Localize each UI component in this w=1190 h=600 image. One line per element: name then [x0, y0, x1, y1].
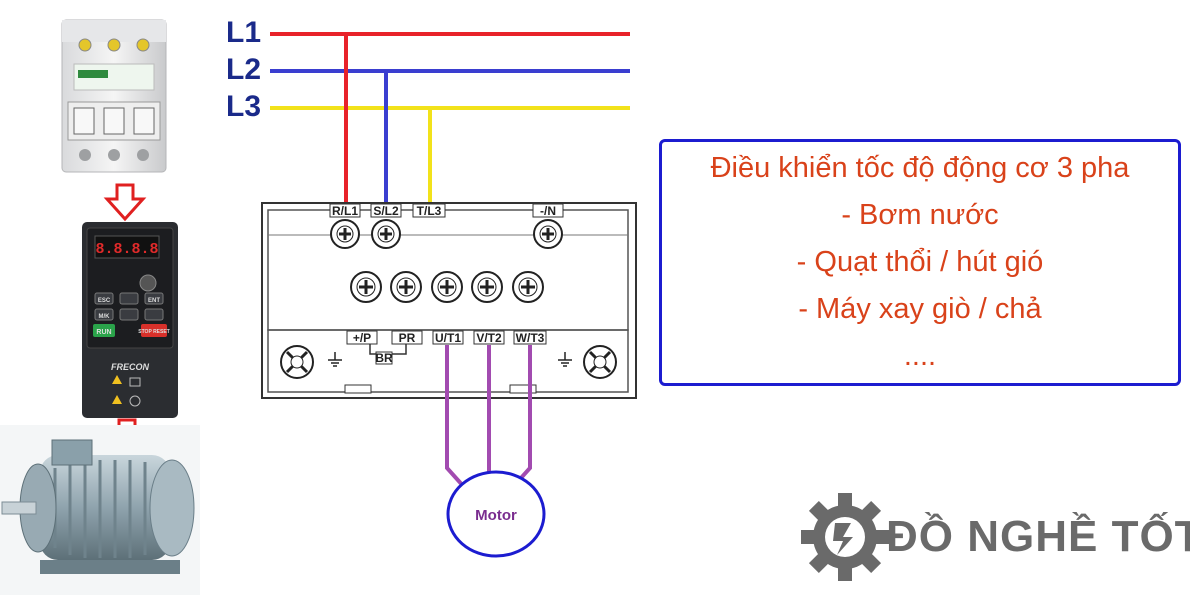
ground-screw-icon — [583, 345, 617, 379]
vfd-key-mk: M/K — [99, 314, 111, 320]
terminal-label-wt3: W/T3 — [516, 331, 545, 345]
motor-label: Motor — [475, 507, 517, 524]
terminal-label-n: -/N — [540, 204, 556, 218]
screw-icon — [330, 219, 360, 249]
vfd-key-esc: ESC — [98, 298, 111, 304]
ground-symbol-icon — [328, 352, 572, 367]
info-item-fan: - Quạt thổi / hút gió — [796, 246, 1044, 278]
vfd-key-stop: STOP RESET — [138, 329, 170, 335]
vfd-brand: FRECON — [111, 362, 150, 372]
screw-icon — [512, 271, 544, 303]
vfd-display: 8.8.8.8 — [95, 241, 158, 258]
info-title: Điều khiển tốc độ động cơ 3 pha — [710, 152, 1130, 184]
info-box: Điều khiển tốc độ động cơ 3 pha - Bơm nư… — [659, 139, 1181, 386]
circuit-breaker-image — [61, 19, 167, 173]
ground-screw-icon — [280, 345, 314, 379]
line-label-l1: L1 — [226, 16, 261, 49]
arrow-down-icon — [103, 183, 147, 222]
terminal-block: R/L1 S/L2 T/L3 -/N +/P PR U/T1 — [261, 202, 637, 399]
motor-image — [0, 425, 200, 595]
screw-icon — [350, 271, 382, 303]
screw-icon — [371, 219, 401, 249]
line-label-l2: L2 — [226, 53, 261, 86]
terminal-label-rl1: R/L1 — [332, 204, 358, 218]
terminal-label-vt2: V/T2 — [476, 331, 502, 345]
gear-logo-icon — [801, 493, 889, 581]
terminal-label-sl2: S/L2 — [373, 204, 399, 218]
terminal-label-br: BR — [375, 351, 393, 365]
terminal-label-tl3: T/L3 — [417, 204, 442, 218]
screw-icon — [471, 271, 503, 303]
terminal-label-ut1: U/T1 — [435, 331, 461, 345]
terminal-label-p: +/P — [353, 331, 371, 345]
info-item-more: .... — [903, 340, 937, 372]
line-label-l3: L3 — [226, 90, 261, 123]
brand-name: ĐỒ NGHỀ TỐT — [886, 512, 1190, 561]
vfd-key-run: RUN — [96, 329, 111, 336]
info-item-pump: - Bơm nước — [841, 199, 999, 231]
terminal-label-pr: PR — [399, 331, 416, 345]
vfd-key-ent: ENT — [148, 298, 160, 304]
motor-circle — [446, 470, 546, 558]
info-item-grinder: - Máy xay giò / chả — [798, 293, 1042, 325]
screw-icon — [431, 271, 463, 303]
screw-icon — [390, 271, 422, 303]
brand-logo: ĐỒ NGHỀ TỐT — [806, 490, 1190, 585]
screw-icon — [533, 219, 563, 249]
vfd-image: 8.8.8.8 ESC ENT M/K RUN STOP RESET FRECO… — [82, 222, 178, 418]
